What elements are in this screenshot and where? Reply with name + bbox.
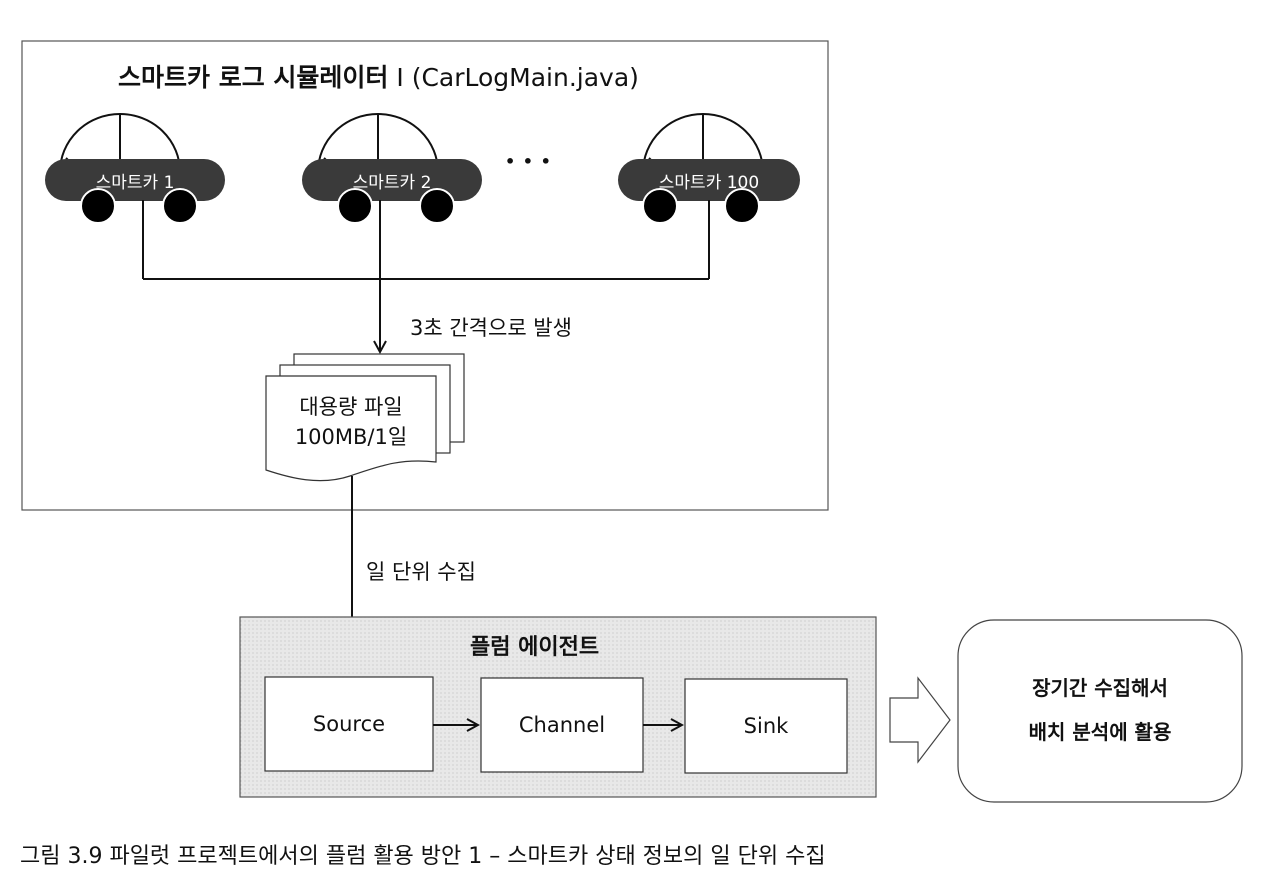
car-100-label: 스마트카 100 <box>658 173 760 193</box>
car-100 <box>618 113 800 224</box>
ellipsis: • • • <box>505 152 552 171</box>
file-label-line2: 100MB/1일 <box>294 425 408 449</box>
car-1-label: 스마트카 1 <box>95 173 175 193</box>
source-box <box>264 676 434 772</box>
agent-title: 플럼 에이전트 <box>470 635 600 660</box>
simulator-title-rest: I (CarLogMain.java) <box>388 63 639 92</box>
figure-caption: 그림 3.9 파일럿 프로젝트에서의 플럼 활용 방안 1 – 스마트카 상태 … <box>20 844 826 869</box>
result-line1: 장기간 수집해서 <box>1032 676 1168 700</box>
result-line2: 배치 분석에 활용 <box>1028 720 1172 744</box>
car-connectors <box>142 200 710 352</box>
block-arrow-icon <box>889 676 951 764</box>
result-label: 장기간 수집해서 배치 분석에 활용 <box>958 666 1242 754</box>
car-1 <box>45 113 225 224</box>
file-label: 대용량 파일 100MB/1일 <box>266 392 436 452</box>
file-label-line1: 대용량 파일 <box>299 395 403 419</box>
simulator-title-bold: 스마트카 로그 시뮬레이터 <box>118 63 389 92</box>
simulator-title: 스마트카 로그 시뮬레이터 I (CarLogMain.java) <box>118 58 639 94</box>
sink-box <box>684 678 848 774</box>
channel-label: Channel <box>518 713 606 737</box>
car-2-label: 스마트카 2 <box>352 173 432 193</box>
source-label: Source <box>312 712 386 736</box>
interval-label: 3초 간격으로 발생 <box>410 316 572 340</box>
result-box <box>957 619 1243 803</box>
collect-label: 일 단위 수집 <box>366 560 476 584</box>
sink-label: Sink <box>743 714 789 738</box>
channel-box <box>480 677 644 773</box>
car-2 <box>302 113 482 224</box>
file-stack-icon <box>265 353 465 482</box>
